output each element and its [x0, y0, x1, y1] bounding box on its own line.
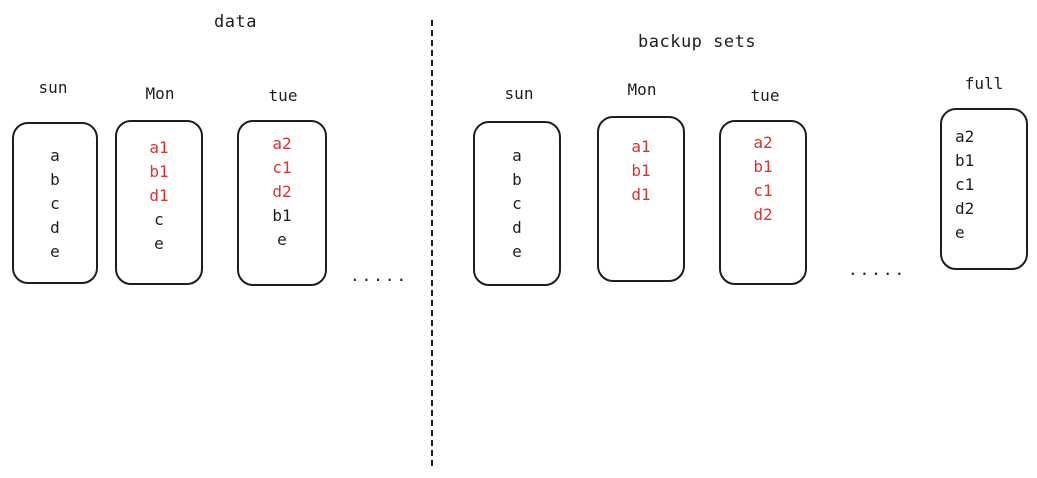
backup-col-tue-box — [719, 120, 807, 285]
data-col-sun-label: sun — [38, 78, 68, 97]
section-divider — [431, 20, 433, 466]
list-item: e — [277, 230, 287, 249]
list-item: a2 — [955, 127, 975, 146]
backup-col-mon-label: Mon — [627, 80, 657, 99]
backup-col-sun-box — [473, 121, 561, 286]
backup-col-tue-items: a2 b1 c1 d2 — [719, 131, 807, 227]
list-item: d2 — [753, 205, 773, 224]
backup-col-full-items: a2 b1 c1 d2 e — [955, 125, 1015, 245]
list-item: c — [50, 194, 60, 213]
backup-col-mon-box — [597, 116, 685, 282]
list-item: d1 — [149, 186, 169, 205]
list-item: a2 — [272, 134, 292, 153]
list-item: c1 — [753, 181, 773, 200]
data-col-mon-box — [115, 120, 203, 285]
backup-col-mon-items: a1 b1 d1 — [597, 135, 685, 207]
list-item: b1 — [753, 157, 773, 176]
backup-col-sun-label: sun — [504, 84, 534, 103]
list-item: b — [512, 170, 522, 189]
list-item: d1 — [631, 185, 651, 204]
list-item: e — [154, 234, 164, 253]
list-item: b1 — [272, 206, 292, 225]
list-item: d — [50, 218, 60, 237]
list-item: a1 — [631, 137, 651, 156]
list-item: a — [50, 146, 60, 165]
list-item: d — [512, 218, 522, 237]
data-col-tue-box — [237, 120, 327, 286]
backup-section-title: backup sets — [638, 32, 757, 52]
list-item: a1 — [149, 138, 169, 157]
backup-col-tue-label: tue — [750, 86, 780, 105]
list-item: c1 — [272, 158, 292, 177]
backup-ellipsis: ..... — [848, 260, 907, 279]
data-col-sun-box — [12, 122, 98, 284]
list-item: c — [512, 194, 522, 213]
data-col-mon-label: Mon — [145, 84, 175, 103]
list-item: a2 — [753, 133, 773, 152]
list-item: b1 — [149, 162, 169, 181]
list-item: b1 — [955, 151, 975, 170]
backup-col-full-box — [940, 108, 1028, 270]
data-col-tue-items: a2 c1 d2 b1 e — [237, 132, 327, 252]
backup-col-full-label: full — [964, 74, 1004, 93]
list-item: c1 — [955, 175, 975, 194]
list-item: e — [50, 242, 60, 261]
data-ellipsis: ..... — [350, 266, 409, 285]
data-section-title: data — [214, 12, 257, 32]
list-item: c — [154, 210, 164, 229]
data-col-tue-label: tue — [268, 86, 298, 105]
list-item: d2 — [955, 199, 975, 218]
list-item: a — [512, 146, 522, 165]
list-item: d2 — [272, 182, 292, 201]
list-item: e — [512, 242, 522, 261]
list-item: b1 — [631, 161, 651, 180]
list-item: e — [955, 223, 965, 242]
list-item: b — [50, 170, 60, 189]
